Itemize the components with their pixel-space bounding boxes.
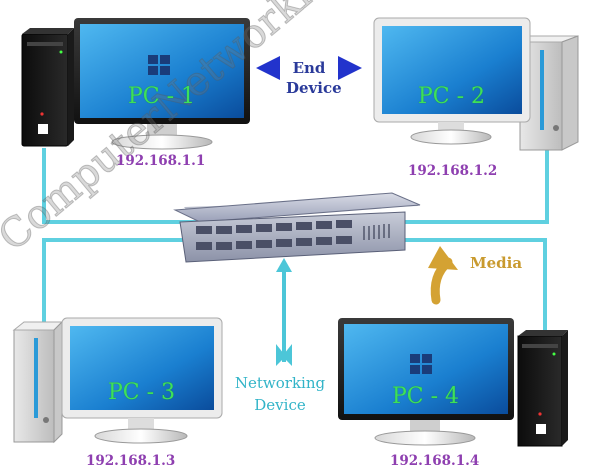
cable-pc4 (340, 238, 547, 330)
pc-3-ip: 192.168.1.3 (86, 453, 176, 469)
networking-line-1: Networking (234, 374, 326, 392)
pc-2 (373, 17, 579, 151)
end-device-line-2: Device (286, 79, 342, 97)
pc-1-label: PC - 1 (128, 84, 196, 109)
cables (42, 148, 549, 330)
cable-pc1 (42, 148, 200, 224)
end-device-label: End Device (286, 58, 342, 98)
windows-logo-icon (410, 354, 432, 374)
windows-logo-icon (148, 55, 170, 75)
pc-4-label: PC - 4 (392, 384, 460, 409)
end-device-arrows (256, 56, 362, 80)
pc-2-ip: 192.168.1.2 (408, 163, 498, 179)
pc-1-ip: 192.168.1.1 (116, 153, 206, 169)
network-switch (173, 192, 421, 263)
networking-arrow (276, 258, 292, 366)
pc-4-ip: 192.168.1.4 (390, 453, 480, 469)
pc-2-label: PC - 2 (418, 84, 486, 109)
cable-pc2 (400, 150, 549, 224)
pc-3 (12, 317, 223, 444)
networking-device-label: Networking Device (226, 372, 334, 416)
media-label: Media (470, 254, 523, 272)
networking-line-2: Device (254, 396, 306, 414)
pc-4 (338, 318, 568, 447)
end-device-line-1: End (292, 59, 326, 77)
cable-pc3 (42, 238, 200, 330)
pc-1 (21, 18, 250, 150)
pc-3-label: PC - 3 (108, 380, 176, 405)
media-arrow (428, 246, 458, 305)
